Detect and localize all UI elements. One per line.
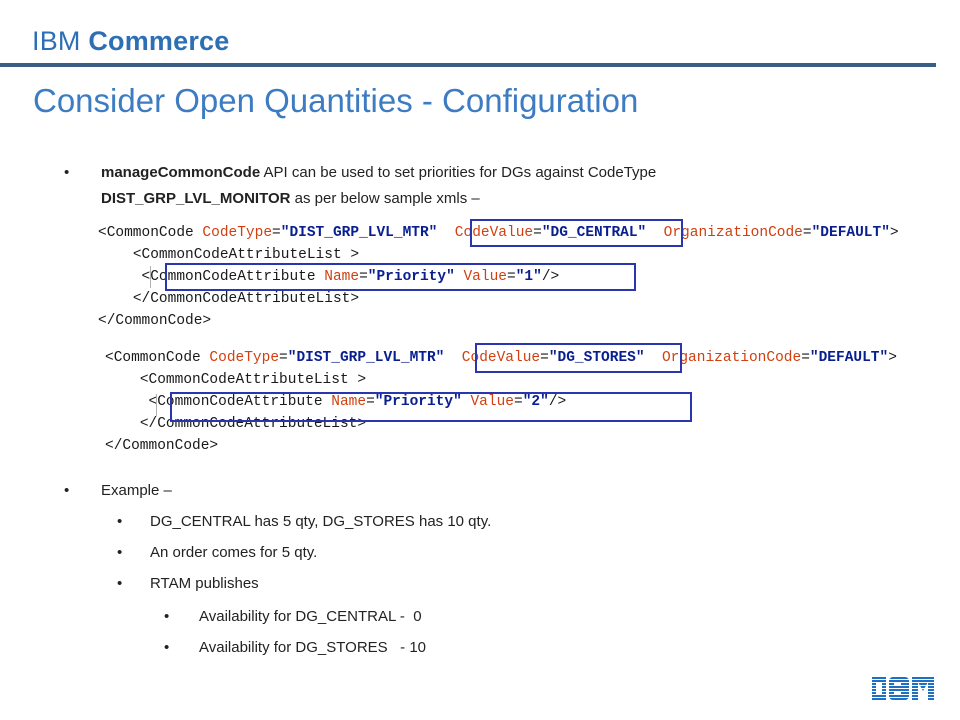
bullet-dot: • <box>117 513 123 530</box>
api-name: manageCommonCode <box>101 164 261 181</box>
bullet-dot: • <box>64 482 70 499</box>
bullet-manage-common-code: manageCommonCode API can be used to set … <box>101 164 656 181</box>
bullet-dot: • <box>117 544 123 561</box>
indent-guide-2 <box>156 394 157 416</box>
codetype-name: DIST_GRP_LVL_MONITOR <box>101 190 291 207</box>
example-subitem: Availability for DG_CENTRAL - 0 <box>199 608 422 625</box>
brand-logo: IBM Commerce <box>32 26 229 57</box>
indent-guide-1 <box>150 266 151 288</box>
xml-sample-2: <CommonCode CodeType="DIST_GRP_LVL_MTR" … <box>105 350 897 454</box>
highlight-code-value-1 <box>470 219 683 247</box>
highlight-code-value-2 <box>475 343 682 373</box>
page-title: Consider Open Quantities - Configuration <box>33 82 639 119</box>
highlight-priority-2 <box>170 392 692 422</box>
bullet-dot: • <box>164 639 170 656</box>
bullet-dot: • <box>164 608 170 625</box>
brand-commerce: Commerce <box>88 26 230 56</box>
bullet-text-1: API can be used to set priorities for DG… <box>260 164 657 181</box>
example-item: RTAM publishes <box>150 575 259 592</box>
example-item: DG_CENTRAL has 5 qty, DG_STORES has 10 q… <box>150 513 492 530</box>
bullet-dot: • <box>64 164 70 181</box>
ibm-logo-icon <box>872 677 934 700</box>
bullet-dot: • <box>117 575 123 592</box>
example-heading: Example – <box>101 482 172 499</box>
bullet-text-2: as per below sample xmls – <box>290 190 480 207</box>
header-rule <box>0 63 936 67</box>
brand-ibm: IBM <box>32 26 81 56</box>
highlight-priority-1 <box>165 263 636 291</box>
bullet-manage-line2: DIST_GRP_LVL_MONITOR as per below sample… <box>101 190 480 207</box>
xml-sample-1: <CommonCode CodeType="DIST_GRP_LVL_MTR" … <box>98 225 899 329</box>
example-subitem: Availability for DG_STORES - 10 <box>199 639 427 656</box>
example-item: An order comes for 5 qty. <box>150 544 318 561</box>
